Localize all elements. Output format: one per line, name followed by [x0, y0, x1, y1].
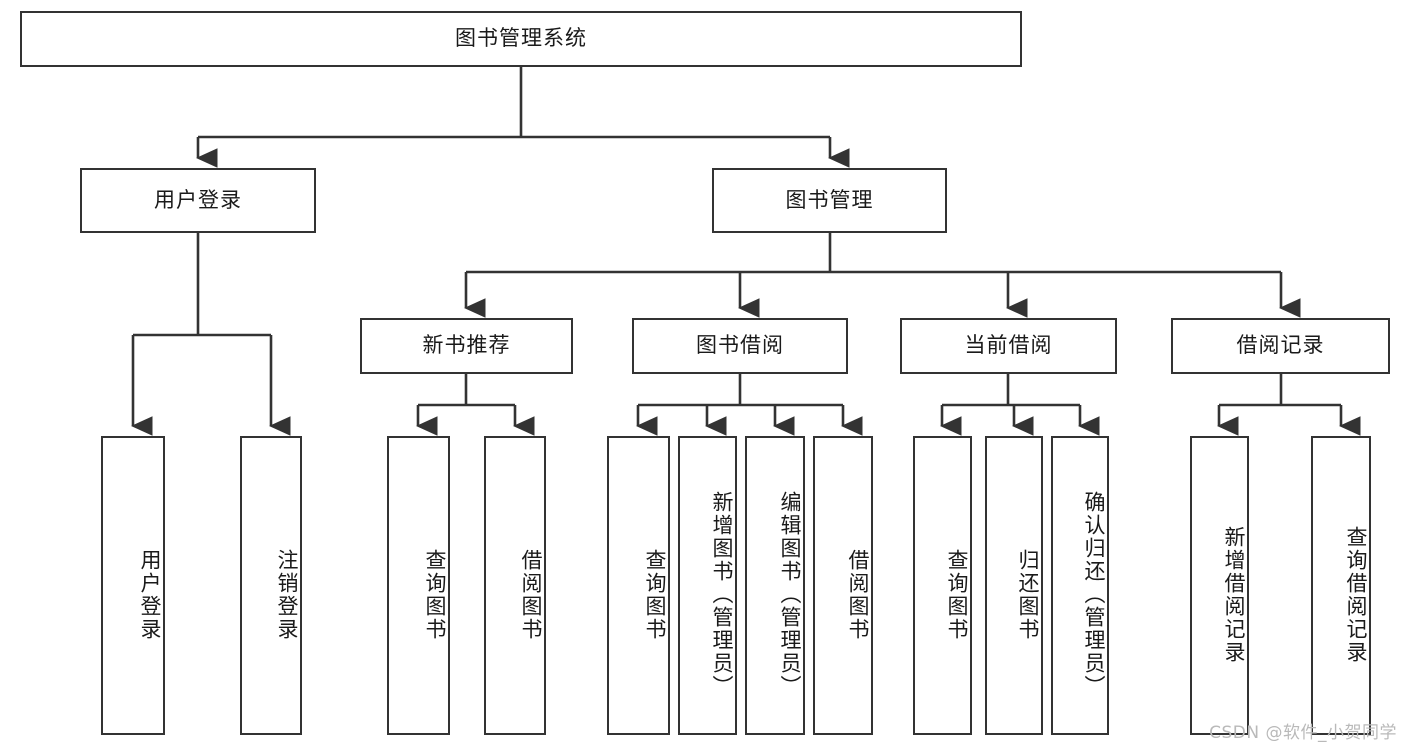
- node-label: 查询图书: [643, 548, 667, 641]
- node-current-borrow[interactable]: 当前借阅: [900, 318, 1117, 374]
- node-label: 确认归还（管理员）: [1082, 491, 1106, 698]
- node-label: 图书管理系统: [455, 26, 587, 51]
- node-borrow-record[interactable]: 借阅记录: [1171, 318, 1390, 374]
- node-label: 查询图书: [945, 548, 969, 641]
- node-label: 借阅图书: [519, 548, 543, 641]
- node-book-borrow[interactable]: 图书借阅: [632, 318, 848, 374]
- node-label: 用户登录: [154, 187, 242, 212]
- node-leaf-logout[interactable]: 注销登录: [240, 436, 302, 735]
- node-leaf-confirm-return-admin[interactable]: 确认归还（管理员）: [1051, 436, 1109, 735]
- node-leaf-edit-book-admin[interactable]: 编辑图书（管理员）: [745, 436, 805, 735]
- node-label: 新增借阅记录: [1222, 525, 1246, 664]
- node-label: 查询借阅记录: [1344, 525, 1368, 664]
- node-label: 用户登录: [138, 548, 162, 641]
- node-label: 新增图书（管理员）: [710, 491, 734, 698]
- node-label: 当前借阅: [964, 333, 1053, 358]
- node-leaf-query-book-3[interactable]: 查询图书: [913, 436, 972, 735]
- node-leaf-return-book[interactable]: 归还图书: [985, 436, 1043, 735]
- node-root-system[interactable]: 图书管理系统: [20, 11, 1022, 67]
- node-user-login[interactable]: 用户登录: [80, 168, 316, 233]
- node-label: 查询图书: [423, 548, 447, 641]
- node-leaf-query-book-2[interactable]: 查询图书: [607, 436, 670, 735]
- node-leaf-borrow-book-2[interactable]: 借阅图书: [813, 436, 873, 735]
- node-leaf-add-book-admin[interactable]: 新增图书（管理员）: [678, 436, 737, 735]
- watermark-text: CSDN @软件_小贺同学: [1209, 723, 1397, 743]
- node-book-management[interactable]: 图书管理: [712, 168, 947, 233]
- node-leaf-borrow-book-1[interactable]: 借阅图书: [484, 436, 546, 735]
- node-label: 注销登录: [275, 548, 299, 641]
- node-leaf-query-book-1[interactable]: 查询图书: [387, 436, 450, 735]
- node-label: 归还图书: [1016, 548, 1040, 641]
- node-label: 图书管理: [785, 187, 874, 212]
- node-leaf-add-borrow-record[interactable]: 新增借阅记录: [1190, 436, 1249, 735]
- node-leaf-user-login[interactable]: 用户登录: [101, 436, 165, 735]
- node-label: 借阅图书: [846, 548, 870, 641]
- node-label: 新书推荐: [422, 333, 511, 358]
- node-label: 图书借阅: [696, 333, 784, 358]
- node-new-book-recommend[interactable]: 新书推荐: [360, 318, 573, 374]
- node-label: 借阅记录: [1236, 333, 1325, 358]
- node-label: 编辑图书（管理员）: [778, 491, 802, 698]
- node-leaf-query-borrow-record[interactable]: 查询借阅记录: [1311, 436, 1371, 735]
